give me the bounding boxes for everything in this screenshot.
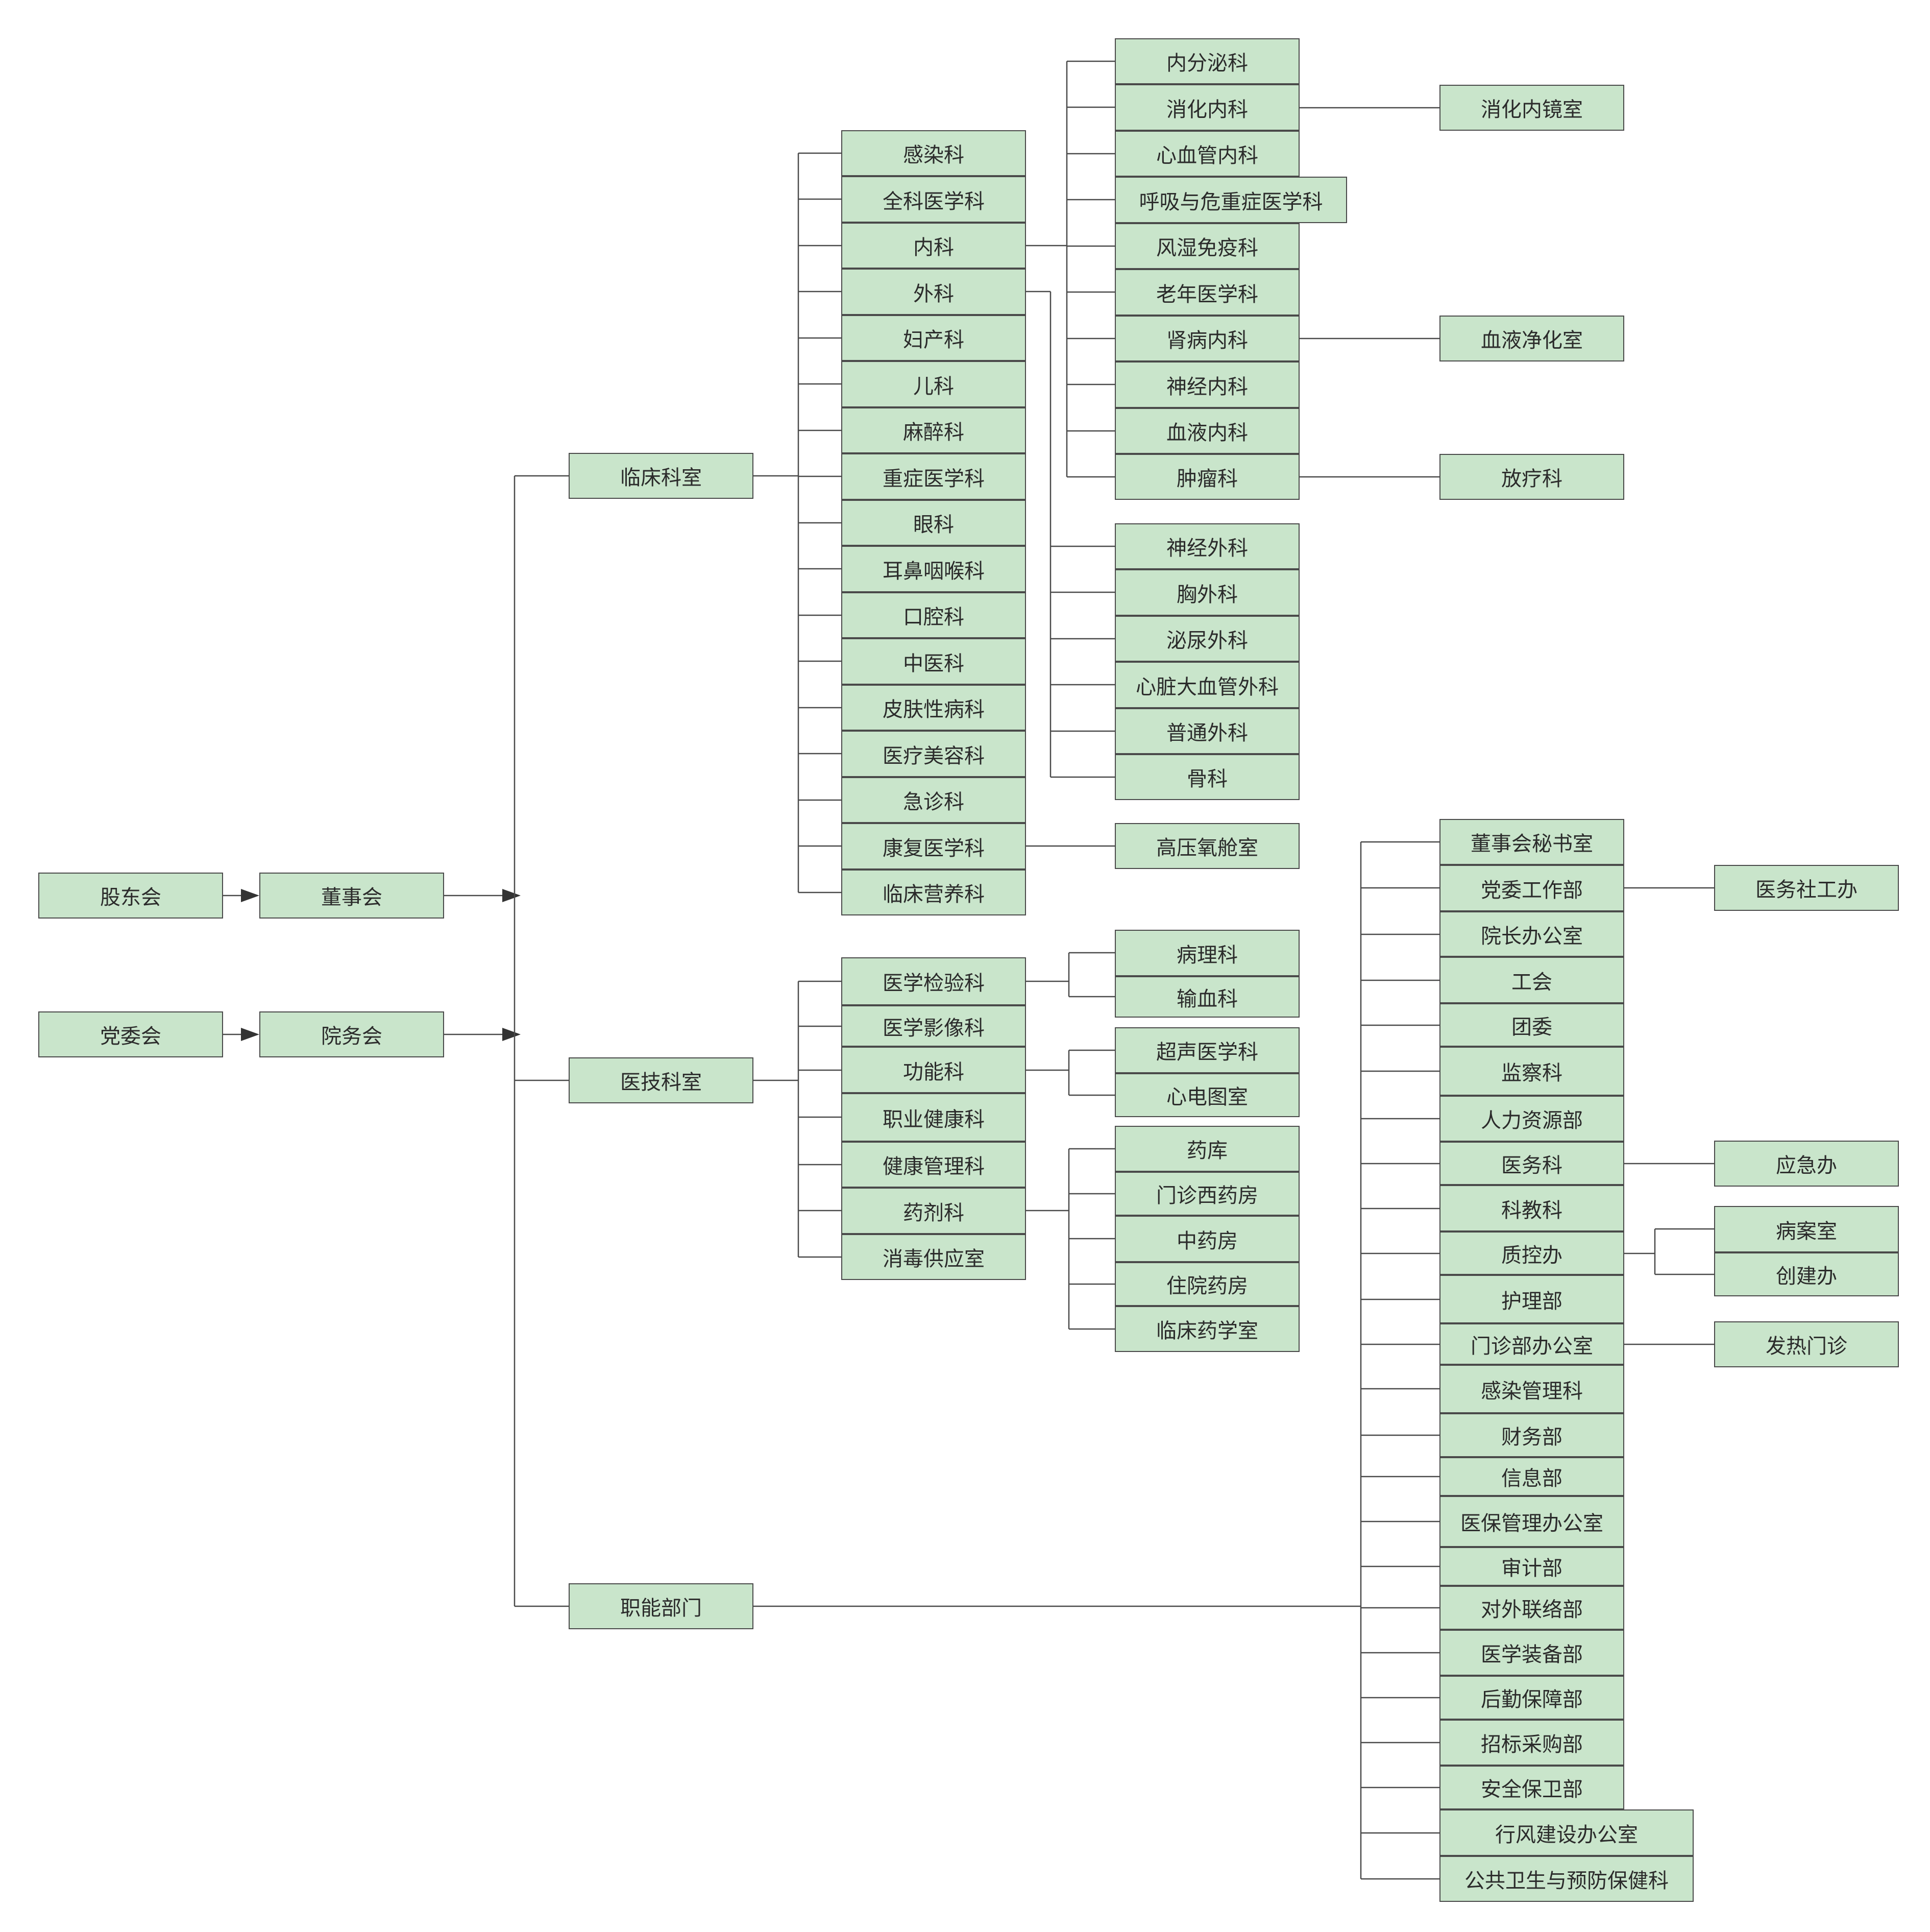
node-internal-item: 消化内科 bbox=[1115, 84, 1300, 131]
node-surgery-item: 心脏大血管外科 bbox=[1115, 662, 1300, 708]
node-internal-item: 呼吸与危重症医学科 bbox=[1115, 177, 1347, 223]
node-digestive-endoscopy: 消化内镜室 bbox=[1439, 85, 1624, 131]
node-functional-item: 医学装备部 bbox=[1439, 1630, 1624, 1676]
node-functional-item: 信息部 bbox=[1439, 1457, 1624, 1496]
node-functional-item: 公共卫生与预防保健科 bbox=[1439, 1856, 1694, 1902]
node-hyperbaric-oxygen: 高压氧舱室 bbox=[1115, 823, 1300, 869]
node-internal-item: 风湿免疫科 bbox=[1115, 223, 1300, 269]
node-medtech-item: 药剂科 bbox=[841, 1188, 1026, 1234]
node-medtech-item: 医学影像科 bbox=[841, 1005, 1026, 1047]
node-functional-item: 医务科 bbox=[1439, 1142, 1624, 1185]
node-clinical-item: 急诊科 bbox=[841, 777, 1026, 823]
node-surgery-item: 泌尿外科 bbox=[1115, 616, 1300, 662]
node-blood-purification: 血液净化室 bbox=[1439, 316, 1624, 361]
node-radiotherapy: 放疗科 bbox=[1439, 454, 1624, 500]
node-medtech-item: 功能科 bbox=[841, 1047, 1026, 1093]
node-lab-sub-item: 输血科 bbox=[1115, 976, 1300, 1018]
node-internal-item: 神经内科 bbox=[1115, 361, 1300, 408]
node-functional-item: 科教科 bbox=[1439, 1185, 1624, 1231]
node-lab-sub-item: 病理科 bbox=[1115, 930, 1300, 976]
node-internal-item: 心血管内科 bbox=[1115, 131, 1300, 177]
node-internal-item: 肾病内科 bbox=[1115, 316, 1300, 361]
node-clinical-item: 感染科 bbox=[841, 130, 1026, 176]
node-shareholders: 股东会 bbox=[38, 873, 223, 919]
node-clinical-item: 麻醉科 bbox=[841, 407, 1026, 453]
node-functional-item: 院长办公室 bbox=[1439, 911, 1624, 957]
node-func-sub-item: 心电图室 bbox=[1115, 1073, 1300, 1117]
node-hospital-council: 院务会 bbox=[259, 1011, 444, 1057]
node-pharm-sub-item: 门诊西药房 bbox=[1115, 1172, 1300, 1216]
node-functional-item: 行风建设办公室 bbox=[1439, 1809, 1694, 1856]
node-functional-departments: 职能部门 bbox=[569, 1583, 753, 1629]
node-clinical-departments: 临床科室 bbox=[569, 453, 753, 499]
node-clinical-item: 眼科 bbox=[841, 500, 1026, 546]
node-functional-item: 董事会秘书室 bbox=[1439, 819, 1624, 865]
node-medtech-item: 消毒供应室 bbox=[841, 1234, 1026, 1280]
node-functional-item: 人力资源部 bbox=[1439, 1096, 1624, 1142]
node-functional-item: 团委 bbox=[1439, 1003, 1624, 1047]
node-functional-item: 感染管理科 bbox=[1439, 1365, 1624, 1413]
node-functional-item: 对外联络部 bbox=[1439, 1586, 1624, 1630]
node-functional-item: 工会 bbox=[1439, 957, 1624, 1003]
node-functional-item: 党委工作部 bbox=[1439, 865, 1624, 911]
node-functional-item: 后勤保障部 bbox=[1439, 1676, 1624, 1720]
arrowhead bbox=[241, 889, 259, 902]
arrowhead bbox=[502, 1028, 521, 1041]
node-emergency-office: 应急办 bbox=[1714, 1141, 1899, 1187]
node-medical-records: 病案室 bbox=[1714, 1206, 1899, 1252]
node-clinical-item: 中医科 bbox=[841, 638, 1026, 685]
node-clinical-item: 临床营养科 bbox=[841, 870, 1026, 915]
node-functional-item: 门诊部办公室 bbox=[1439, 1323, 1624, 1365]
node-pharm-sub-item: 住院药房 bbox=[1115, 1262, 1300, 1306]
arrowhead bbox=[502, 889, 521, 902]
node-functional-item: 财务部 bbox=[1439, 1413, 1624, 1457]
node-clinical-item: 口腔科 bbox=[841, 592, 1026, 638]
node-clinical-item: 内科 bbox=[841, 223, 1026, 269]
node-functional-item: 护理部 bbox=[1439, 1275, 1624, 1323]
node-functional-item: 招标采购部 bbox=[1439, 1720, 1624, 1766]
node-clinical-item: 耳鼻咽喉科 bbox=[841, 546, 1026, 592]
node-surgery-item: 胸外科 bbox=[1115, 569, 1300, 616]
node-clinical-item: 皮肤性病科 bbox=[841, 685, 1026, 731]
node-functional-item: 医保管理办公室 bbox=[1439, 1496, 1624, 1547]
node-functional-item: 审计部 bbox=[1439, 1547, 1624, 1586]
node-func-sub-item: 超声医学科 bbox=[1115, 1027, 1300, 1073]
node-medtech-departments: 医技科室 bbox=[569, 1057, 753, 1103]
node-board: 董事会 bbox=[259, 873, 444, 919]
node-medical-social-work: 医务社工办 bbox=[1714, 865, 1899, 911]
node-clinical-item: 医疗美容科 bbox=[841, 731, 1026, 777]
node-clinical-item: 外科 bbox=[841, 269, 1026, 315]
node-pharm-sub-item: 药库 bbox=[1115, 1126, 1300, 1172]
node-medtech-item: 健康管理科 bbox=[841, 1142, 1026, 1188]
node-internal-item: 内分泌科 bbox=[1115, 38, 1300, 84]
arrowhead bbox=[241, 1028, 259, 1041]
node-internal-item: 肿瘤科 bbox=[1115, 454, 1300, 500]
node-fever-clinic: 发热门诊 bbox=[1714, 1321, 1899, 1367]
node-surgery-item: 普通外科 bbox=[1115, 708, 1300, 754]
node-functional-item: 安全保卫部 bbox=[1439, 1766, 1624, 1809]
node-clinical-item: 全科医学科 bbox=[841, 176, 1026, 223]
node-surgery-item: 神经外科 bbox=[1115, 523, 1300, 569]
node-pharm-sub-item: 临床药学室 bbox=[1115, 1306, 1300, 1352]
node-surgery-item: 骨科 bbox=[1115, 754, 1300, 800]
node-clinical-item: 妇产科 bbox=[841, 315, 1026, 361]
node-creation-office: 创建办 bbox=[1714, 1252, 1899, 1296]
node-medtech-item: 职业健康科 bbox=[841, 1093, 1026, 1142]
node-pharm-sub-item: 中药房 bbox=[1115, 1216, 1300, 1262]
node-internal-item: 老年医学科 bbox=[1115, 269, 1300, 316]
node-party-committee: 党委会 bbox=[38, 1011, 223, 1057]
node-medtech-item: 医学检验科 bbox=[841, 957, 1026, 1005]
node-functional-item: 监察科 bbox=[1439, 1047, 1624, 1096]
node-clinical-item: 儿科 bbox=[841, 361, 1026, 407]
node-internal-item: 血液内科 bbox=[1115, 408, 1300, 454]
node-clinical-item: 康复医学科 bbox=[841, 823, 1026, 870]
node-clinical-item: 重症医学科 bbox=[841, 453, 1026, 500]
node-functional-item: 质控办 bbox=[1439, 1231, 1624, 1275]
